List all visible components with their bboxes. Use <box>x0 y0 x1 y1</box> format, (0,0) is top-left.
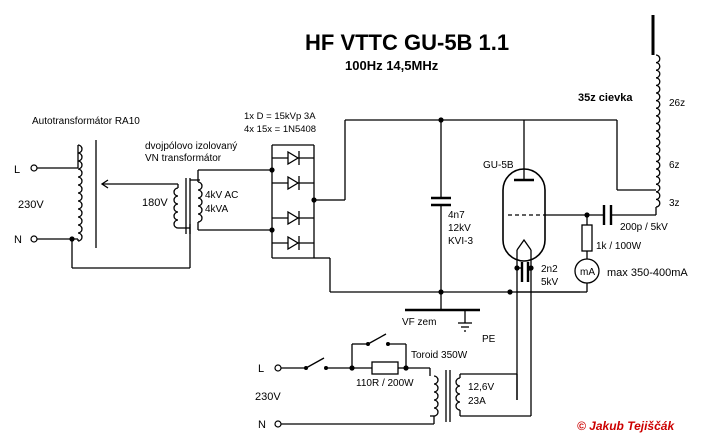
hv-ac-label: 4kV AC <box>205 190 238 201</box>
cap-type: KVI-3 <box>448 236 473 247</box>
rf-ground-label: VF zem <box>402 317 436 328</box>
secondary-voltage-label: 180V <box>142 197 168 209</box>
tube-label: GU-5B <box>483 160 514 171</box>
meter-range-label: max 350-400mA <box>607 267 688 279</box>
autotransformer-symbol <box>30 140 191 269</box>
tube-gu5b <box>502 120 604 400</box>
bridge-rectifier <box>255 120 346 292</box>
tesla-coil-35z <box>651 15 661 215</box>
mains-n-label-top: N <box>14 234 22 246</box>
mains-voltage-bottom: 230V <box>255 391 281 403</box>
grid-cap-label: 200p / 5kV <box>620 222 668 233</box>
grid-capacitor <box>602 205 656 225</box>
filament-supply <box>274 333 532 428</box>
vn-transformer-label-line2: VN transformátor <box>145 153 222 164</box>
rf-ground-bus <box>330 289 580 332</box>
mains-l-terminal-top <box>30 164 38 172</box>
copyright: © Jakub Tejiščák <box>577 419 675 433</box>
diodes-spec-line2: 4x 15x = 1N5408 <box>244 124 316 135</box>
mains-voltage-top: 230V <box>18 199 44 211</box>
hv-power-label: 4kVA <box>205 204 228 215</box>
mains-n-terminal-top <box>30 235 38 243</box>
coil-label: 35z cievka <box>578 92 633 104</box>
cap-value: 4n7 <box>448 210 465 221</box>
vn-transformer-symbol <box>173 169 255 234</box>
series-resistor-label: 110R / 200W <box>356 378 414 389</box>
mains-l-terminal-bottom <box>274 364 282 372</box>
coil-tap-6: 6z <box>669 160 680 171</box>
filament-cap-voltage: 5kV <box>541 277 559 288</box>
schematic-title: HF VTTC GU-5B 1.1 <box>305 30 509 55</box>
mains-n-terminal-bottom <box>274 420 282 428</box>
grid-resistor-label: 1k / 100W <box>596 241 642 252</box>
cap-voltage: 12kV <box>448 223 471 234</box>
mains-l-label-bottom: L <box>258 363 264 375</box>
meter-label: mA <box>580 267 595 278</box>
mains-l-label-top: L <box>14 164 20 176</box>
filament-voltage-label: 12,6V <box>468 382 494 393</box>
mains-n-label-bottom: N <box>258 419 266 431</box>
autotransformer-label: Autotransformátor RA10 <box>32 116 140 127</box>
filament-cap-value: 2n2 <box>541 264 558 275</box>
schematic-subtitle: 100Hz 14,5MHz <box>345 58 439 73</box>
protective-earth-label: PE <box>482 334 496 345</box>
filament-current-label: 23A <box>468 396 486 407</box>
toroid-label: Toroid 350W <box>411 350 468 361</box>
diodes-spec-line1: 1x D = 15kVp 3A <box>244 111 316 122</box>
grid-resistor-meter <box>574 215 600 293</box>
coil-tap-3: 3z <box>669 198 680 209</box>
hv-rail <box>345 117 656 292</box>
coil-tap-26: 26z <box>669 98 685 109</box>
vn-transformer-label-line1: dvojpólovo izolovaný <box>145 141 237 152</box>
